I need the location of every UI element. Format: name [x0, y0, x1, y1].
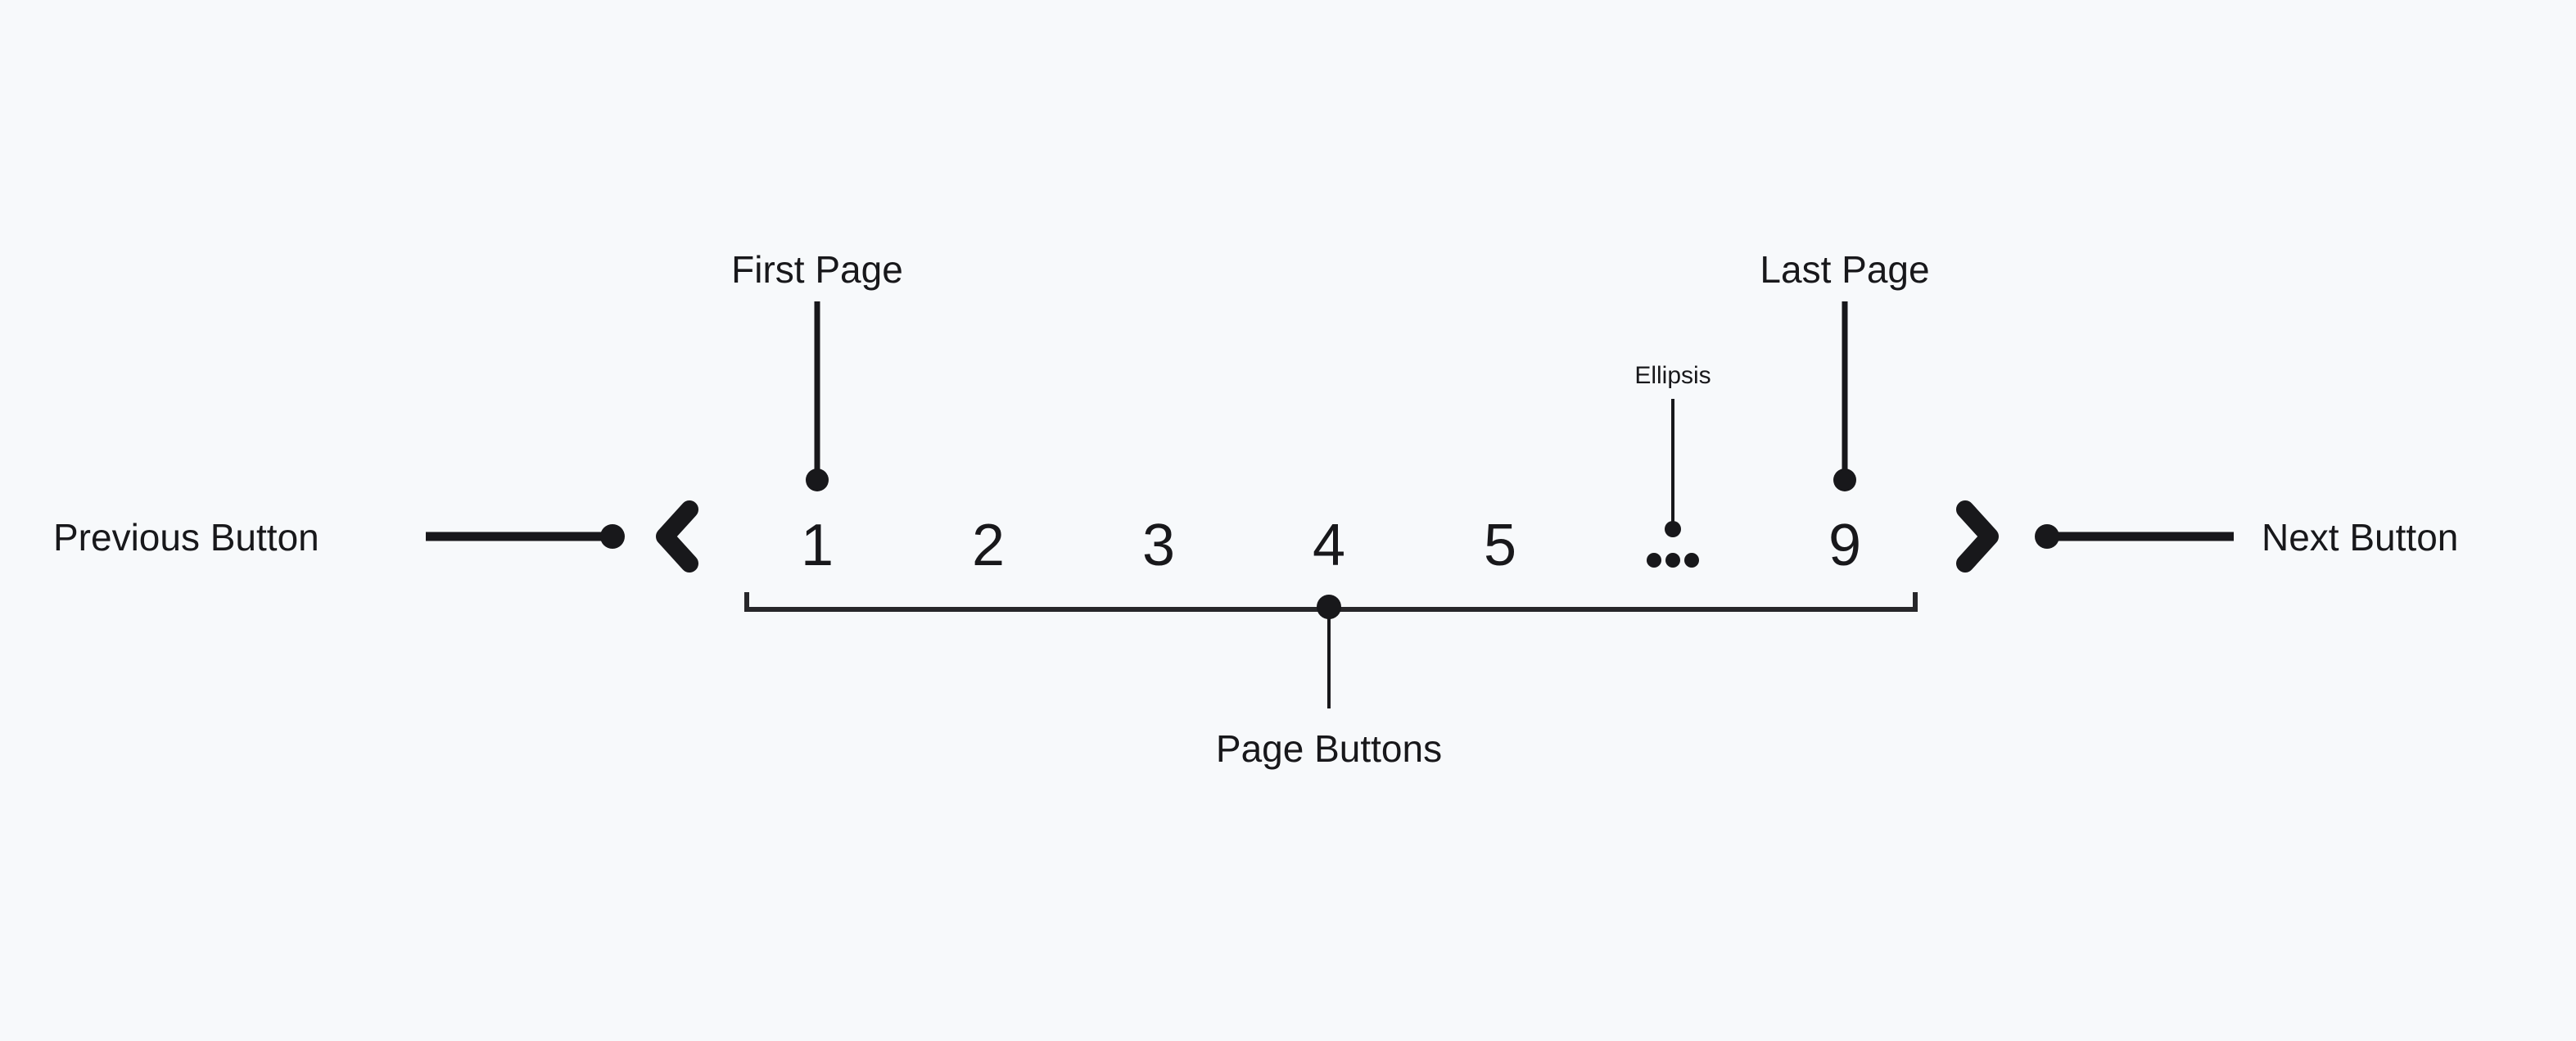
callout-last-page: Last Page	[1760, 248, 1930, 491]
callout-label-first-page: First Page	[731, 248, 903, 291]
callout-previous-button: Previous Button	[53, 516, 625, 559]
page-buttons-group: 1 2 3 4 5 9	[801, 513, 1861, 578]
leader-dot-previous-button	[600, 524, 625, 549]
callout-label-next-button: Next Button	[2262, 516, 2458, 559]
callout-page-buttons: Page Buttons	[744, 592, 1918, 770]
callout-next-button: Next Button	[2035, 516, 2458, 559]
callout-label-previous-button: Previous Button	[53, 516, 319, 559]
ellipsis-dot-1	[1647, 553, 1661, 568]
leader-dot-last-page	[1833, 468, 1856, 491]
page-button-2[interactable]: 2	[972, 513, 1005, 578]
chevron-left-icon[interactable]	[656, 500, 698, 573]
page-button-4[interactable]: 4	[1313, 513, 1345, 578]
page-button-1[interactable]: 1	[801, 513, 834, 578]
page-button-5[interactable]: 5	[1484, 513, 1516, 578]
pagination-ellipsis-icon	[1647, 553, 1699, 568]
callout-label-page-buttons: Page Buttons	[1216, 727, 1442, 770]
page-button-3[interactable]: 3	[1142, 513, 1175, 578]
ellipsis-dot-2	[1665, 553, 1680, 568]
callout-first-page: First Page	[731, 248, 903, 491]
page-button-9[interactable]: 9	[1828, 513, 1861, 578]
chevron-right-icon[interactable]	[1956, 500, 1999, 573]
leader-dot-ellipsis	[1665, 521, 1681, 537]
callout-label-last-page: Last Page	[1760, 248, 1929, 291]
callout-label-ellipsis: Ellipsis	[1634, 362, 1711, 389]
callout-ellipsis: Ellipsis	[1634, 362, 1711, 537]
ellipsis-dot-3	[1684, 553, 1699, 568]
next-page-button[interactable]	[1956, 500, 1999, 573]
leader-dot-page-buttons	[1317, 595, 1341, 619]
leader-dot-first-page	[806, 468, 829, 491]
previous-page-button[interactable]	[656, 500, 698, 573]
